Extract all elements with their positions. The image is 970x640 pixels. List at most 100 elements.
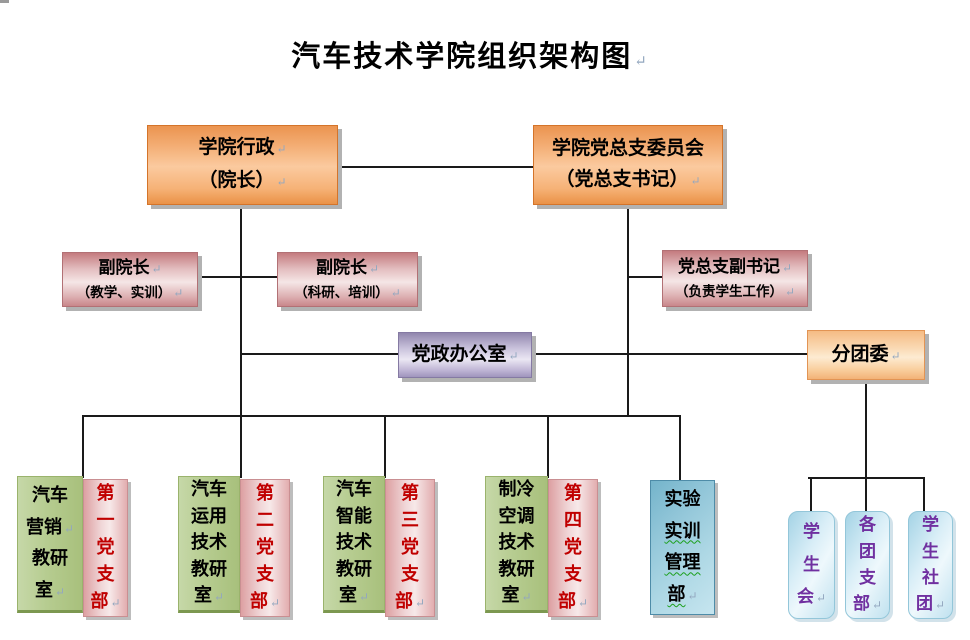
connector-line	[547, 415, 549, 478]
box-text-line: 技术	[191, 532, 227, 554]
box-text-line: 支	[401, 563, 419, 585]
box-text-line: 生	[803, 554, 820, 575]
box-auto-marketing-dept[interactable]: 汽车营销↵ 教研室↵	[17, 476, 83, 613]
box-party-committee[interactable]: 学院党总支委员会 （党总支书记）↵	[533, 125, 723, 205]
paragraph-mark-icon: ↵	[63, 521, 75, 536]
paragraph-mark-icon: ↵	[577, 595, 589, 610]
paragraph-mark-icon: ↵	[784, 284, 796, 299]
paragraph-mark-icon: ↵	[151, 261, 162, 276]
paragraph-mark-icon: ↵	[358, 590, 370, 605]
paragraph-mark-icon: ↵	[508, 349, 519, 364]
box-text-line: 党政办公室↵	[411, 343, 519, 366]
box-text-line: 一	[96, 509, 115, 531]
box-party-branch-3[interactable]: 第三党支部↵	[385, 479, 435, 617]
paragraph-mark-icon: ↵	[781, 260, 793, 275]
paragraph-mark-icon: ↵	[687, 589, 698, 604]
box-text-line: 第	[96, 482, 115, 504]
box-text-line: 实训	[664, 520, 701, 542]
box-student-clubs[interactable]: 学生社团↵	[908, 511, 953, 619]
box-auto-intelligence-dept[interactable]: 汽车智能技术教研室↵	[323, 476, 385, 613]
box-text-line: 部↵	[90, 590, 121, 612]
box-auto-application-dept[interactable]: 汽车运用技术教研室↵	[178, 476, 240, 613]
box-text-line: 汽车	[191, 479, 227, 501]
connector-line	[865, 381, 867, 512]
box-text-line: 汽车	[32, 484, 68, 506]
paragraph-mark-icon: ↵	[414, 595, 426, 610]
box-text-line: 党总支副书记↵	[677, 256, 793, 277]
connector-line	[240, 353, 398, 355]
box-text-line: 汽车	[336, 479, 372, 501]
box-text-line: 第	[564, 482, 582, 504]
box-text-line: 部↵	[249, 590, 281, 612]
box-text-line: 各	[859, 515, 876, 536]
box-text-line: 营销↵	[25, 516, 75, 538]
paragraph-mark-icon: ↵	[521, 590, 532, 605]
box-text-line: 汽车技术学院组织架构图↵	[291, 39, 649, 73]
box-vice-dean-teaching[interactable]: 副院长↵（教学、实训）↵	[62, 252, 198, 307]
box-college-admin[interactable]: 学院行政↵（院长）↵	[147, 125, 338, 205]
paragraph-mark-icon: ↵	[276, 175, 287, 189]
box-youth-league-committee[interactable]: 分团委↵	[807, 330, 925, 380]
box-text-line: 教研	[336, 558, 372, 580]
connector-line	[384, 415, 386, 478]
box-text-line: （党总支书记）↵	[555, 168, 701, 190]
box-text-line: 党	[401, 536, 419, 558]
box-text-line: 制冷	[498, 479, 535, 501]
box-text-line: 教研	[32, 548, 68, 570]
box-student-union[interactable]: 学生会↵	[788, 511, 835, 619]
paragraph-mark-icon: ↵	[390, 285, 401, 300]
connector-line	[628, 276, 664, 278]
box-text-line: 党	[96, 536, 115, 558]
connector-line	[338, 166, 534, 168]
box-text-line: 支	[859, 567, 876, 588]
box-text-line: 第	[401, 482, 419, 504]
box-text-line: 第	[256, 482, 274, 504]
box-text-line: 支	[256, 563, 274, 585]
box-text-line: 室↵	[338, 585, 370, 607]
box-party-branch-2[interactable]: 第二党支部↵	[240, 479, 290, 617]
box-text-line: 学院党总支委员会	[551, 137, 704, 159]
box-vice-dean-research[interactable]: 副院长↵（科研、培训）↵	[277, 252, 418, 307]
box-party-branch-1[interactable]: 第一党支部↵	[83, 479, 128, 617]
box-text-line: （科研、培训）↵	[294, 284, 401, 301]
connector-line	[627, 205, 629, 417]
box-text-line: 运用	[191, 505, 227, 527]
box-text-line: 副院长↵	[98, 257, 162, 278]
box-text-line: （院长）↵	[198, 169, 287, 191]
box-text-line: 部↵	[667, 584, 698, 606]
paragraph-mark-icon: ↵	[368, 261, 380, 276]
box-text-line: 管理	[664, 552, 701, 574]
box-text-line: 四	[564, 509, 582, 531]
box-text-line: 室↵	[34, 580, 66, 602]
paragraph-mark-icon: ↵	[890, 349, 901, 364]
box-text-line: 部↵	[394, 590, 426, 612]
box-league-branches[interactable]: 各团支部↵	[845, 511, 890, 619]
paragraph-mark-icon: ↵	[110, 595, 121, 610]
connector-line	[82, 415, 681, 417]
box-text-line: 教研	[498, 558, 535, 580]
box-text-line: 实验	[664, 488, 701, 510]
box-text-line: 智能	[336, 505, 372, 527]
paragraph-mark-icon: ↵	[54, 585, 66, 600]
paragraph-mark-icon: ↵	[634, 52, 649, 70]
box-text-line: 支	[564, 563, 582, 585]
paragraph-mark-icon: ↵	[934, 597, 946, 612]
connector-line	[198, 276, 278, 278]
box-refrigeration-dept[interactable]: 制冷空调技术教研室↵	[485, 476, 548, 613]
connector-line	[82, 415, 84, 478]
box-text-line: 团↵	[915, 593, 946, 614]
paragraph-mark-icon: ↵	[269, 595, 281, 610]
box-party-gov-office[interactable]: 党政办公室↵	[398, 332, 532, 378]
box-text-line: （负责学生工作）↵	[674, 283, 796, 300]
box-text-line: 室↵	[501, 585, 532, 607]
connector-line	[810, 477, 812, 512]
page-title: 汽车技术学院组织架构图↵	[0, 33, 940, 75]
box-text-line: 技术	[336, 532, 372, 554]
paragraph-mark-icon: ↵	[815, 591, 827, 606]
box-text-line: 会↵	[796, 587, 827, 608]
box-party-branch-4[interactable]: 第四党支部↵	[548, 479, 598, 617]
box-deputy-party-secretary[interactable]: 党总支副书记↵ （负责学生工作）↵	[662, 250, 808, 307]
box-lab-training-dept[interactable]: 实验实训管理部↵	[650, 480, 715, 615]
box-text-line: 学	[922, 515, 939, 536]
